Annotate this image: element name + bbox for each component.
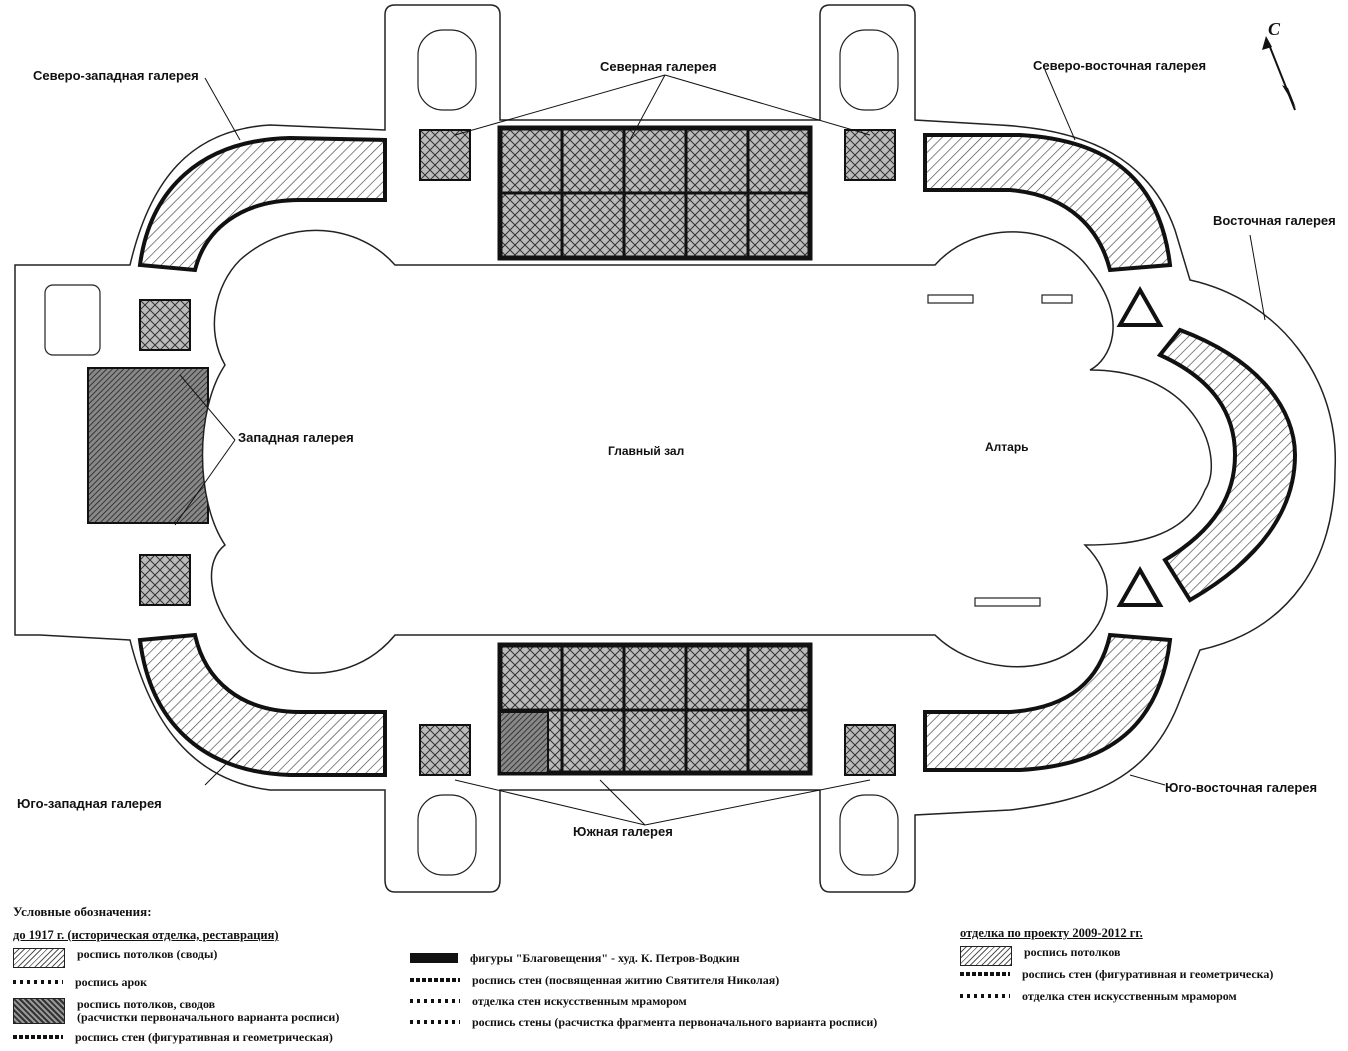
legend-item: отделка стен искусственным мрамором <box>960 990 1237 1003</box>
se-gallery-ceiling <box>923 632 1173 772</box>
label-e-gallery: Восточная галерея <box>1213 213 1336 228</box>
legend-swatch-dense-hatch <box>13 998 65 1024</box>
legend-swatch-line <box>410 978 460 982</box>
north-arrow-icon <box>1262 36 1296 111</box>
label-sw-gallery: Юго-западная галерея <box>17 796 162 811</box>
stair-towers <box>44 29 899 876</box>
legend-item: роспись стен (фигуративная и геометричес… <box>960 968 1273 981</box>
legend-pre1917-heading: до 1917 г. (историческая отделка, рестав… <box>13 928 279 942</box>
legend-item: роспись стен (посвященная житию Святител… <box>410 974 779 987</box>
legend-swatch-line <box>960 972 1010 976</box>
label-altar: Алтарь <box>985 440 1029 454</box>
west-gallery-ceiling <box>87 367 209 524</box>
legend-project-heading: отделка по проекту 2009-2012 гг. <box>960 926 1143 940</box>
ne-gallery-ceiling <box>923 133 1173 273</box>
south-gallery-grid <box>497 642 813 776</box>
building-outline <box>14 4 1336 893</box>
tower-squares <box>139 129 896 776</box>
legend-swatch-hatch <box>13 948 65 968</box>
main-hall-outline <box>201 229 1212 674</box>
north-marker: С <box>1268 19 1281 39</box>
north-gallery-grid <box>497 125 813 261</box>
legend-item: фигуры "Благовещения" - худ. К. Петров-В… <box>410 952 740 965</box>
legend-swatch-dashline <box>410 999 460 1003</box>
nw-gallery-ceiling <box>137 135 387 273</box>
legend-swatch-hatch <box>960 946 1012 966</box>
legend-swatch-dashline <box>410 1020 460 1024</box>
legend-item: роспись арок <box>13 976 147 989</box>
label-w-gallery: Западная галерея <box>238 430 354 445</box>
label-nw-gallery: Северо-западная галерея <box>33 68 199 83</box>
legend-item: роспись потолков (своды) <box>13 948 217 968</box>
legend-title: Условные обозначения: <box>13 904 152 919</box>
label-se-gallery: Юго-восточная галерея <box>1165 780 1318 795</box>
altar-steps <box>927 294 1073 607</box>
legend-item: роспись потолков, сводов (расчистки перв… <box>13 998 339 1024</box>
legend-swatch-dashline <box>960 994 1010 998</box>
legend-item: отделка стен искусственным мрамором <box>410 995 687 1008</box>
sw-gallery-ceiling <box>137 632 387 777</box>
altar-triangles <box>1116 285 1164 607</box>
label-main-hall: Главный зал <box>608 444 685 458</box>
label-ne-gallery: Северо-восточная галерея <box>1033 58 1207 73</box>
legend-item: роспись потолков <box>960 946 1121 966</box>
legend-item: роспись стен (фигуративная и геометричес… <box>13 1031 333 1044</box>
legend-swatch-line <box>13 1035 63 1039</box>
legend-swatch-solid <box>410 953 458 963</box>
legend-swatch-dashline <box>13 980 63 984</box>
label-s-gallery: Южная галерея <box>573 824 673 839</box>
e-gallery-ceiling <box>1156 327 1298 603</box>
leader-lines <box>174 69 1266 826</box>
legend-item: роспись стены (расчистка фрагмента перво… <box>410 1016 877 1029</box>
label-n-gallery: Северная галерея <box>600 59 717 74</box>
